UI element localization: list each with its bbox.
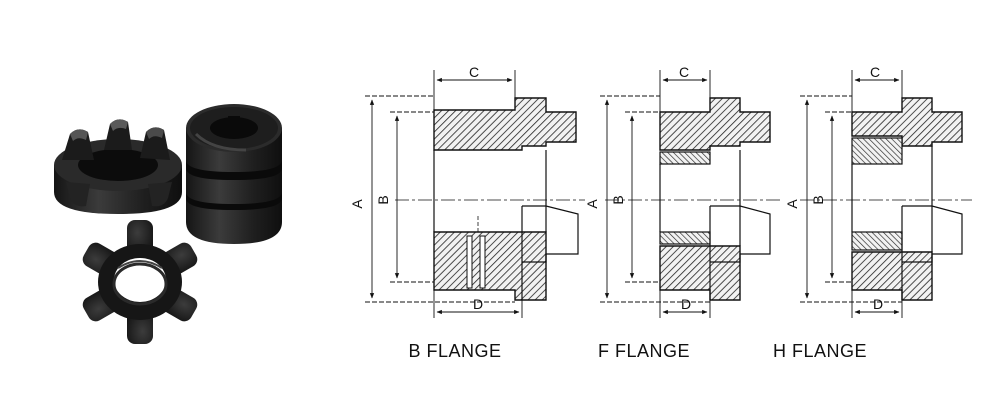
b-flange-label-c: C bbox=[469, 64, 479, 80]
b-flange-label-d: D bbox=[473, 296, 483, 312]
h-flange-caption: H FLANGE bbox=[773, 341, 867, 361]
h-flange-dimensions bbox=[800, 70, 903, 318]
f-flange-label-a: A bbox=[584, 199, 600, 209]
coupling-photo bbox=[54, 104, 282, 344]
h-flange-section bbox=[800, 97, 972, 301]
spider-element bbox=[82, 220, 198, 344]
jaw-hub-left bbox=[54, 119, 182, 214]
f-flange-label-b: B bbox=[610, 195, 626, 204]
b-flange-drawing: A B C D B FLANGE bbox=[349, 64, 585, 361]
b-flange-caption: B FLANGE bbox=[408, 341, 501, 361]
h-flange-drawing: A B C D H FLANGE bbox=[773, 64, 972, 361]
f-flange-drawing: A B C D F FLANGE bbox=[584, 64, 780, 361]
h-flange-label-a: A bbox=[784, 199, 800, 209]
f-flange-caption: F FLANGE bbox=[598, 341, 690, 361]
h-flange-label-d: D bbox=[873, 296, 883, 312]
b-flange-dimensions bbox=[365, 70, 523, 318]
h-flange-label-c: C bbox=[870, 64, 880, 80]
b-flange-label-b: B bbox=[375, 195, 391, 204]
f-flange-label-d: D bbox=[681, 296, 691, 312]
b-flange-section bbox=[395, 97, 585, 301]
f-flange-section bbox=[605, 97, 780, 301]
f-flange-dimensions bbox=[600, 70, 711, 318]
f-flange-label-c: C bbox=[679, 64, 689, 80]
jaw-hub-right bbox=[186, 104, 282, 244]
h-flange-label-b: B bbox=[810, 195, 826, 204]
b-flange-label-a: A bbox=[349, 199, 365, 209]
